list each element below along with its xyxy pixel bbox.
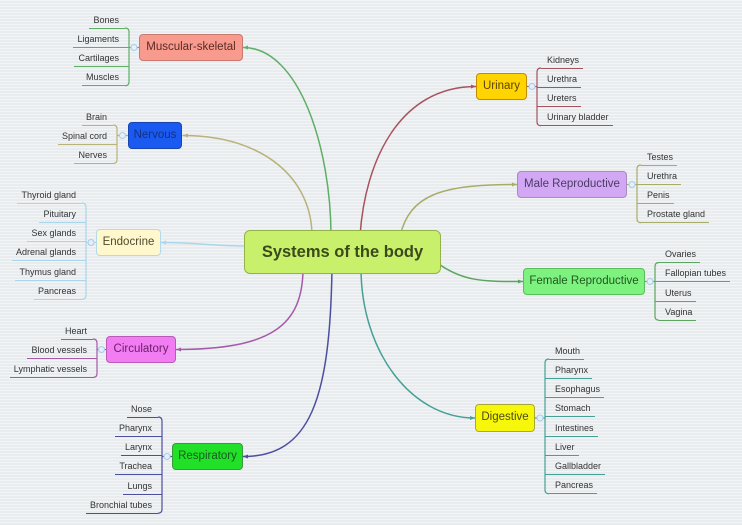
connector-muscular-skeletal: [242, 45, 332, 237]
subtopic-urethra[interactable]: Urethra: [537, 73, 582, 88]
subtopic-uterus[interactable]: Uterus: [655, 287, 696, 302]
collapse-toggle-respiratory[interactable]: [163, 453, 171, 460]
bracket-respiratory: [157, 416, 163, 514]
subtopic-pharynx[interactable]: Pharynx: [545, 364, 593, 379]
subtopic-bronchial-tubes[interactable]: Bronchial tubes: [85, 499, 158, 514]
subtopic-intestines[interactable]: Intestines: [545, 422, 598, 437]
collapse-toggle-nervous[interactable]: [119, 132, 126, 139]
subtopic-kidneys[interactable]: Kidneys: [541, 54, 584, 69]
subtopic-pancreas[interactable]: Pancreas: [33, 285, 82, 300]
connector-endocrine: [160, 240, 251, 247]
subtopic-gallbladder[interactable]: Gallbladder: [545, 460, 606, 475]
subtopic-stomach[interactable]: Stomach: [545, 402, 595, 418]
bracket-male-reproductive: [636, 164, 642, 224]
bracket-urinary: [536, 67, 542, 127]
subtopic-larynx[interactable]: Larynx: [120, 441, 162, 456]
topic-muscular-skeletal[interactable]: Muscular-skeletal: [139, 34, 243, 61]
subtopic-heart[interactable]: Heart: [60, 325, 93, 340]
subtopic-spinal-cord[interactable]: Spinal cord: [57, 130, 117, 145]
collapse-toggle-male-reproductive[interactable]: [628, 181, 636, 188]
connector-male-reproductive: [399, 182, 518, 237]
subtopic-fallopian-tubes[interactable]: Fallopian tubes: [655, 267, 731, 283]
subtopic-esophagus[interactable]: Esophagus: [545, 383, 605, 398]
connector-female-reproductive: [435, 261, 524, 284]
subtopic-lungs[interactable]: Lungs: [123, 480, 162, 495]
connector-digestive: [360, 267, 476, 420]
subtopic-thyroid-gland[interactable]: Thyroid gland: [17, 189, 82, 204]
subtopic-ligaments[interactable]: Ligaments: [73, 33, 129, 48]
subtopic-ureters[interactable]: Ureters: [537, 92, 581, 107]
topic-nervous[interactable]: Nervous: [128, 122, 182, 149]
subtopic-penis[interactable]: Penis: [637, 189, 674, 204]
subtopic-pancreas[interactable]: Pancreas: [549, 479, 598, 495]
connector-urinary: [359, 84, 477, 237]
bracket-digestive: [544, 358, 550, 495]
subtopic-pituitary[interactable]: Pituitary: [39, 208, 86, 223]
bracket-nervous: [112, 124, 118, 165]
subtopic-thymus-gland[interactable]: Thymus gland: [15, 266, 86, 281]
collapse-toggle-female-reproductive[interactable]: [646, 278, 654, 285]
subtopic-ovaries[interactable]: Ovaries: [659, 248, 701, 263]
topic-digestive[interactable]: Digestive: [475, 404, 535, 432]
subtopic-lymphatic-vessels[interactable]: Lymphatic vessels: [9, 363, 93, 378]
topic-female-reproductive[interactable]: Female Reproductive: [523, 268, 645, 295]
subtopic-cartilages[interactable]: Cartilages: [74, 52, 129, 67]
bracket-endocrine: [81, 202, 87, 300]
topic-urinary[interactable]: Urinary: [476, 73, 527, 100]
collapse-toggle-digestive[interactable]: [536, 414, 544, 422]
subtopic-nose[interactable]: Nose: [126, 403, 158, 418]
subtopic-prostate-gland[interactable]: Prostate gland: [641, 208, 710, 224]
bracket-circulatory: [92, 338, 98, 379]
topic-male-reproductive[interactable]: Male Reproductive: [517, 171, 627, 198]
topic-respiratory[interactable]: Respiratory: [172, 443, 243, 470]
connector-circulatory: [175, 267, 304, 352]
collapse-toggle-endocrine[interactable]: [87, 239, 95, 246]
subtopic-brain[interactable]: Brain: [81, 111, 113, 126]
subtopic-adrenal-glands[interactable]: Adrenal glands: [11, 246, 86, 262]
collapse-toggle-circulatory[interactable]: [98, 346, 105, 353]
subtopic-blood-vessels[interactable]: Blood vessels: [27, 344, 97, 359]
subtopic-nerves[interactable]: Nerves: [74, 149, 113, 164]
subtopic-bones[interactable]: Bones: [89, 14, 125, 29]
subtopic-urinary-bladder[interactable]: Urinary bladder: [541, 111, 613, 127]
subtopic-urethra[interactable]: Urethra: [637, 170, 682, 185]
central-topic[interactable]: Systems of the body: [244, 230, 441, 274]
topic-circulatory[interactable]: Circulatory: [106, 336, 176, 363]
bracket-muscular-skeletal: [124, 27, 130, 87]
connector-nervous: [182, 133, 313, 237]
subtopic-testes[interactable]: Testes: [641, 151, 678, 166]
bracket-female-reproductive: [654, 261, 660, 321]
topic-endocrine[interactable]: Endocrine: [96, 229, 161, 256]
collapse-toggle-urinary[interactable]: [528, 83, 536, 90]
subtopic-trachea[interactable]: Trachea: [115, 460, 162, 476]
subtopic-liver[interactable]: Liver: [545, 441, 579, 456]
subtopic-mouth[interactable]: Mouth: [549, 345, 585, 360]
subtopic-pharynx[interactable]: Pharynx: [114, 422, 162, 437]
subtopic-muscles[interactable]: Muscles: [81, 71, 125, 87]
subtopic-vagina[interactable]: Vagina: [659, 306, 697, 321]
connector-respiratory: [242, 267, 333, 459]
subtopic-sex-glands[interactable]: Sex glands: [27, 227, 86, 242]
collapse-toggle-muscular-skeletal[interactable]: [130, 44, 138, 51]
